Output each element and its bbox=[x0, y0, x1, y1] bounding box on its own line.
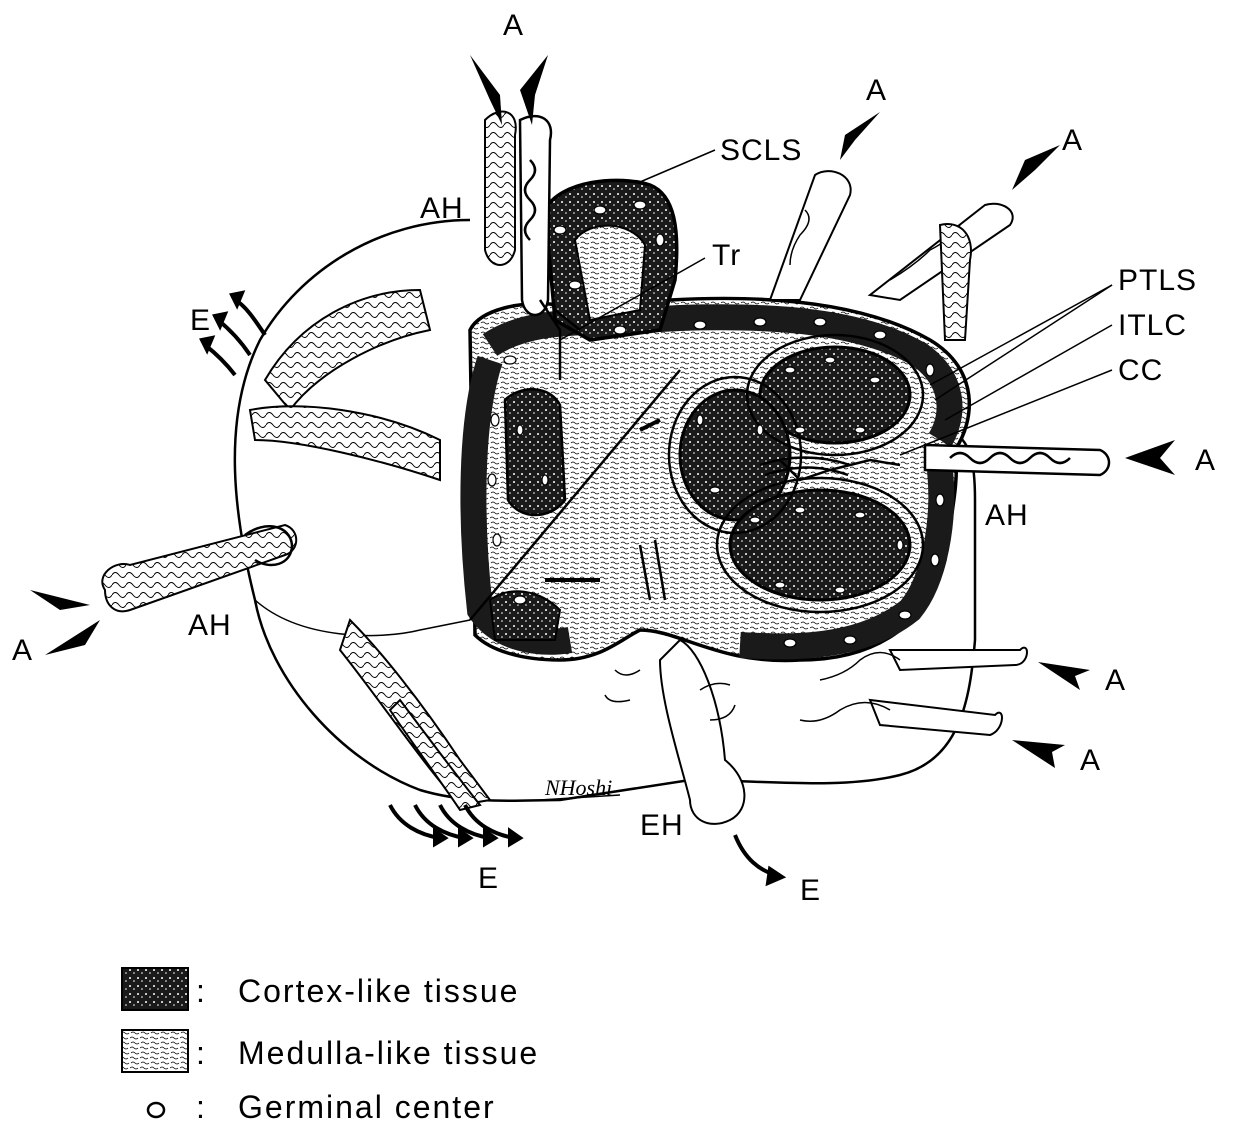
label-cc: CC bbox=[1118, 354, 1163, 387]
label-a-top: A bbox=[503, 9, 524, 42]
legend: : Cortex-like tissue : Medulla-like tiss… bbox=[122, 968, 539, 1125]
arrow-upper-right bbox=[1012, 145, 1060, 190]
legend-swatch-medulla bbox=[122, 1030, 188, 1072]
label-itlc: ITLC bbox=[1118, 309, 1187, 342]
label-ah-left: AH bbox=[188, 609, 232, 642]
arrow-lower-right-1 bbox=[1038, 662, 1090, 690]
label-e-bottom-right: E bbox=[800, 874, 821, 907]
label-ah-top: AH bbox=[420, 192, 464, 225]
label-a-top-center: A bbox=[866, 74, 887, 107]
label-eh: EH bbox=[640, 809, 684, 842]
legend-symbol-germinal bbox=[148, 1103, 164, 1117]
legend-label-cortex: Cortex-like tissue bbox=[238, 973, 519, 1009]
legend-colon-cortex: : bbox=[196, 973, 207, 1009]
arrow-right bbox=[1125, 440, 1175, 475]
label-a-left: A bbox=[12, 634, 33, 667]
arrow-top-left bbox=[470, 55, 502, 125]
label-a-right: A bbox=[1195, 444, 1216, 477]
label-a-lower-right-1: A bbox=[1105, 664, 1126, 697]
label-ah-right: AH bbox=[985, 499, 1029, 532]
arrow-lower-right-2 bbox=[1012, 740, 1065, 768]
label-scls: SCLS bbox=[720, 134, 802, 167]
label-a-upper-right: A bbox=[1062, 124, 1083, 157]
legend-label-germinal: Germinal center bbox=[238, 1089, 496, 1125]
legend-colon-medulla: : bbox=[196, 1035, 207, 1071]
label-e-bottom: E bbox=[478, 862, 499, 895]
legend-swatch-cortex bbox=[122, 968, 188, 1010]
legend-label-medulla: Medulla-like tissue bbox=[238, 1035, 539, 1071]
arrow-top-right bbox=[520, 55, 548, 125]
arrow-left-1 bbox=[30, 590, 90, 610]
legend-colon-germinal: : bbox=[196, 1089, 207, 1125]
label-tr: Tr bbox=[712, 239, 741, 272]
label-ptls: PTLS bbox=[1118, 264, 1197, 297]
arrow-top-center bbox=[840, 112, 880, 160]
label-a-lower-right-2: A bbox=[1080, 744, 1101, 777]
label-e-left: E bbox=[190, 304, 211, 337]
arrow-left-2 bbox=[45, 620, 100, 655]
